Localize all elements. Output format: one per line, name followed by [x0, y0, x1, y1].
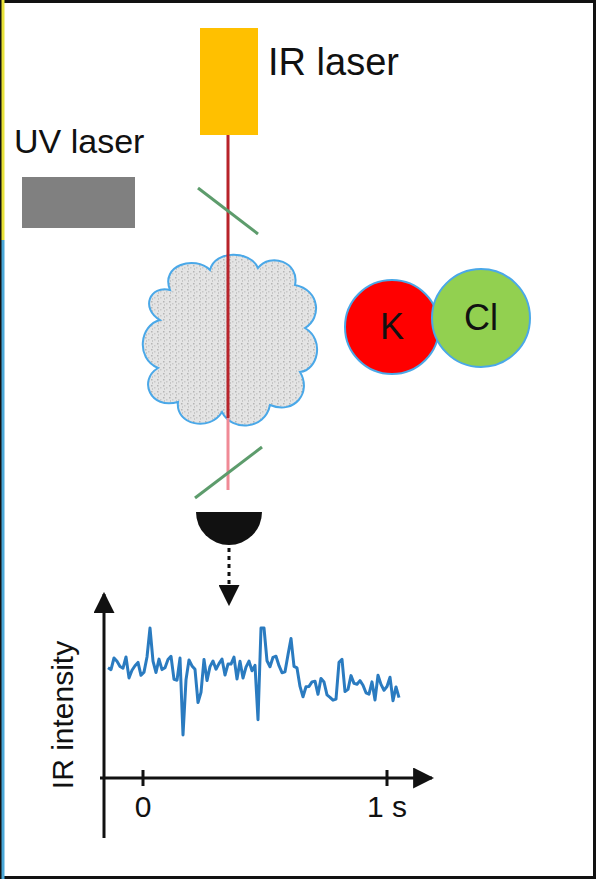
signal-arrow	[228, 548, 231, 604]
chlorine-atom: Cl	[431, 268, 531, 368]
uv-laser: UV laser	[22, 177, 135, 228]
edge-stripe	[2, 0, 5, 240]
intensity-trace	[108, 628, 399, 735]
edge-stripe	[2, 240, 5, 879]
ir-beam	[227, 135, 230, 418]
ir-laser: IR laser	[200, 28, 258, 135]
photodetector	[196, 512, 262, 545]
device-label: UV laser	[14, 123, 144, 160]
tick-label: 1 s	[367, 790, 407, 823]
tick	[142, 770, 145, 786]
dichroic-mirror	[198, 188, 258, 234]
x-axis	[100, 777, 432, 780]
device-label: IR laser	[268, 42, 399, 84]
potassium-atom: K	[344, 279, 440, 375]
tick	[386, 770, 389, 786]
y-axis	[103, 594, 106, 838]
tick-label: 0	[135, 790, 152, 823]
atom-symbol: Cl	[464, 298, 498, 338]
dichroic-mirror	[195, 447, 262, 498]
atom-cloud	[143, 255, 317, 426]
axis-title: IR intensity	[46, 641, 79, 789]
atom-symbol: K	[380, 307, 404, 347]
ir-beam-attenuated	[227, 418, 230, 490]
